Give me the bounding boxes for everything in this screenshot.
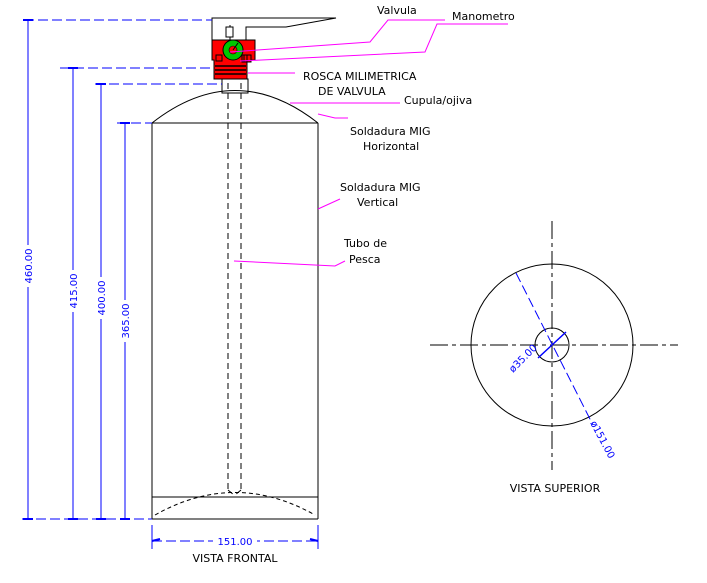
dim-line-diameter-35 [537, 331, 567, 359]
label-rosca-line2: DE VALVULA [318, 85, 386, 98]
dim-line-diameter-151 [515, 272, 594, 426]
callout-labels: Valvula Manometro ROSCA MILIMETRICA DE V… [303, 4, 515, 266]
dip-tube [227, 83, 242, 496]
label-tubo-line1: Tubo de [343, 237, 387, 250]
height-dimension-labels: 460.00 415.00 400.00 365.00 [19, 245, 134, 342]
view-title-frontal: VISTA FRONTAL [192, 552, 278, 565]
dim-label-415: 415.00 [69, 274, 80, 309]
top-view: ø35.00 ø151.00 [430, 221, 678, 470]
label-rosca-line1: ROSCA MILIMETRICA [303, 70, 417, 83]
valve-pin [225, 26, 234, 38]
height-dimensions [22, 19, 222, 520]
cylinder-dome [151, 90, 319, 124]
label-tubo-line2: Pesca [349, 253, 381, 266]
label-soldadura-h-line2: Horizontal [363, 140, 419, 153]
leader-soldadura-v [317, 198, 341, 210]
dim-label-diameter-151: ø151.00 [587, 419, 616, 460]
label-soldadura-h-line1: Soldadura MIG [350, 125, 430, 138]
dim-label-diameter-35: ø35.00 [507, 343, 539, 375]
valve-assembly [211, 17, 337, 80]
label-soldadura-v-line2: Vertical [357, 196, 398, 209]
view-title-superior: VISTA SUPERIOR [510, 482, 601, 495]
leader-soldadura-h [317, 113, 348, 119]
cylinder-front-view [151, 78, 319, 520]
label-soldadura-v-line1: Soldadura MIG [340, 181, 420, 194]
leader-valvula [229, 19, 445, 53]
dim-label-400: 400.00 [97, 281, 108, 316]
leader-tubo [233, 260, 346, 267]
leader-manometro [239, 23, 508, 62]
dim-label-151-width: 151.00 [218, 537, 253, 548]
dim-label-460: 460.00 [24, 249, 35, 284]
valve-thread [215, 65, 246, 75]
label-cupula: Cupula/ojiva [404, 94, 472, 107]
width-dimension [151, 525, 319, 549]
label-manometro: Manometro [452, 10, 515, 23]
bottom-hidden-curve [154, 492, 316, 516]
label-valvula: Valvula [377, 4, 417, 17]
callout-leaders [229, 19, 508, 267]
dim-label-365: 365.00 [121, 304, 132, 339]
